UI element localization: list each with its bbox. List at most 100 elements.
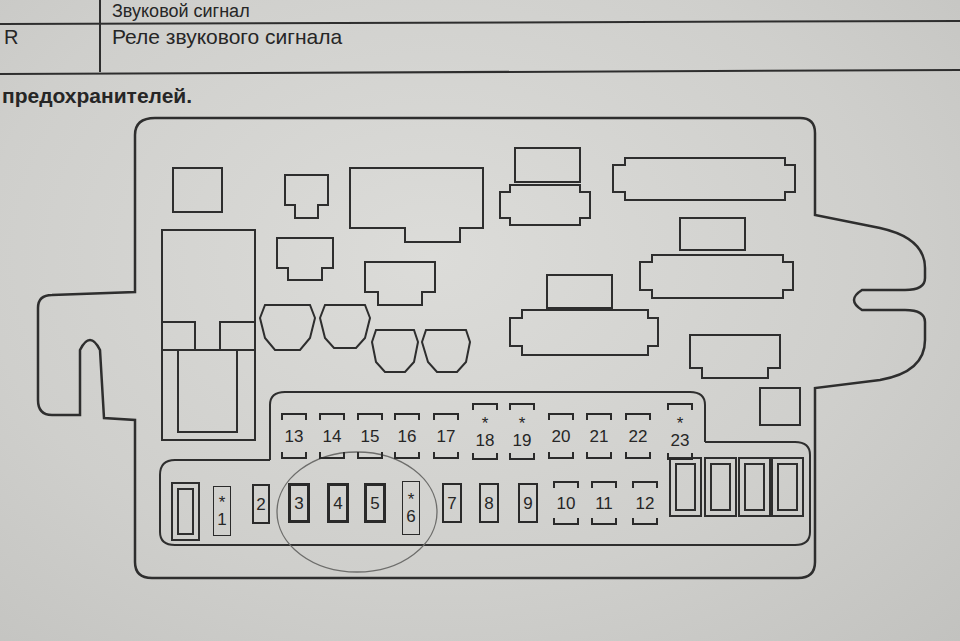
connector — [613, 158, 795, 200]
fuse-number: 7 — [447, 495, 456, 512]
maxi-fuse — [778, 464, 797, 510]
fuse-number: 13 — [285, 428, 304, 445]
fuse-number: 3 — [294, 495, 303, 512]
fuse-outline — [633, 482, 657, 524]
relay-socket — [365, 262, 435, 305]
table-line — [0, 21, 960, 24]
maxi-fuse — [670, 458, 701, 516]
fuse-outline — [320, 414, 344, 458]
fuse-number: 15 — [361, 428, 380, 445]
fuse-number: 8 — [484, 495, 493, 512]
fuse-slot: 16 — [394, 413, 420, 459]
maxi-fuse — [739, 458, 770, 516]
fuse-number: 11 — [595, 495, 613, 512]
connector — [510, 310, 658, 355]
fuse-number: 17 — [437, 428, 456, 445]
fuse-number: 4 — [333, 495, 342, 512]
relay-block-part — [178, 350, 237, 432]
fuse-slot: 12 — [632, 481, 658, 525]
fuse-number: 5 — [370, 495, 379, 512]
fuse-slot: 22 — [625, 413, 651, 459]
fuse-number: 22 — [629, 428, 648, 445]
fuse-slot: *6 — [402, 481, 420, 535]
fuse-number: 1 — [217, 511, 226, 528]
table-cell-text: Реле звукового сигнала — [112, 26, 342, 47]
fuse-outline — [668, 404, 692, 459]
spare-fuse — [178, 489, 193, 534]
fuse-mark: * — [519, 415, 526, 432]
fuse-outline — [587, 414, 611, 458]
fuse-slot: 10 — [553, 481, 579, 525]
relay-socket — [422, 330, 470, 372]
fuse-outline — [473, 404, 497, 459]
fuse-panel-outline — [160, 442, 810, 545]
fuse-outline — [626, 414, 650, 458]
fuse-number: 18 — [476, 432, 495, 449]
table-cell-text: Звуковой сигнал — [112, 2, 250, 20]
connector — [690, 335, 780, 378]
table-line — [0, 70, 960, 74]
fuse-outline — [358, 414, 382, 458]
fuse-outline — [395, 414, 419, 458]
fuse-slot: 7 — [442, 483, 462, 523]
fuse-slot: 17 — [433, 413, 459, 459]
fuse-number: 16 — [398, 428, 417, 445]
relay-block — [162, 230, 255, 440]
relay-block-part — [162, 322, 195, 350]
fuse-slot: *23 — [667, 403, 693, 460]
relay-socket — [372, 330, 418, 372]
connector — [760, 388, 800, 425]
connector — [640, 255, 793, 298]
maxi-fuse — [745, 464, 764, 510]
section-heading: предохранителей. — [2, 84, 192, 108]
fuse-mark: * — [482, 415, 489, 432]
table-line — [99, 0, 101, 72]
fuse-outline — [592, 482, 616, 524]
fuse-outline — [549, 414, 573, 458]
fuse-panel-outline — [270, 392, 705, 460]
fuse-number: 20 — [552, 428, 571, 445]
fuse-outline — [434, 414, 458, 458]
fuse-slot: *18 — [472, 403, 498, 460]
maxi-fuse — [676, 464, 695, 510]
fuse-slot: 2 — [252, 484, 270, 524]
fuse-outline — [282, 414, 306, 458]
fuse-slot: 21 — [586, 413, 612, 459]
relay-socket — [285, 175, 328, 218]
maxi-fuse — [705, 458, 736, 516]
pencil-circle — [277, 452, 437, 572]
fuse-slot: 8 — [479, 483, 499, 523]
fuse-slot: 5 — [364, 483, 386, 523]
relay-socket — [320, 305, 370, 348]
fuse-number: 14 — [323, 428, 342, 445]
fuse-slot: *19 — [509, 403, 535, 460]
fuse-mark: * — [219, 494, 226, 511]
maxi-fuse — [711, 464, 730, 510]
fuse-number: 9 — [523, 495, 532, 512]
fuse-slot: 11 — [591, 481, 617, 525]
relay-block-part — [220, 322, 255, 350]
relay-socket — [350, 168, 483, 242]
spare-fuse — [172, 483, 199, 540]
fuse-slot: 20 — [548, 413, 574, 459]
connector — [500, 185, 590, 225]
fuse-number: 10 — [557, 495, 576, 512]
connector — [515, 148, 580, 182]
fuse-outline — [554, 482, 578, 524]
fuse-number: 23 — [671, 432, 690, 449]
fuse-slot: 4 — [327, 483, 349, 523]
fuse-mark: * — [408, 491, 415, 508]
relay-socket — [277, 238, 333, 280]
relay-socket — [173, 168, 222, 212]
housing-outline — [38, 118, 925, 578]
fuse-slot: 9 — [518, 483, 538, 523]
connector — [547, 275, 612, 308]
table-cell-text: R — [4, 27, 18, 47]
fuse-slot: 3 — [288, 483, 310, 523]
fuse-slot: 13 — [281, 413, 307, 459]
maxi-fuse — [772, 458, 803, 516]
fuse-slot: 15 — [357, 413, 383, 459]
fuse-mark: * — [677, 415, 684, 432]
fuse-slot: *1 — [213, 486, 231, 536]
